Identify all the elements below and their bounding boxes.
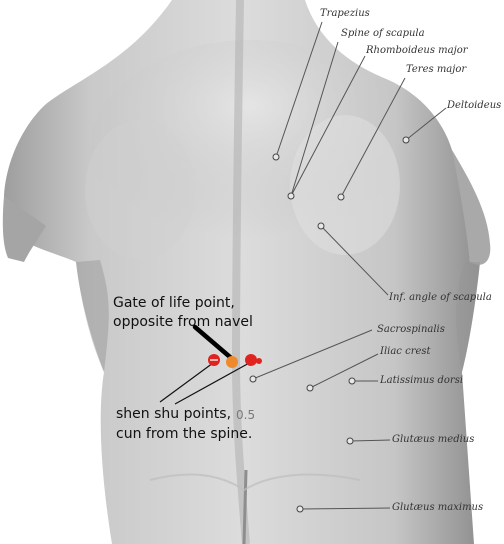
label-spine-of-scapula: Spine of scapula (341, 28, 425, 39)
shen-shu-note-line2: cun from the spine. (116, 426, 253, 442)
spine-groove (231, 0, 250, 544)
gate-of-life-note-line1: Gate of life point, (113, 295, 235, 311)
left-scapula (85, 120, 195, 260)
leader-glutaeus-maximus (299, 507, 391, 510)
leader-rhomboideus (290, 55, 366, 197)
leader-lines (252, 21, 447, 510)
leader-glutaeus-medius (349, 439, 391, 442)
leader-dots (249, 136, 410, 513)
leader-inf-angle (320, 225, 389, 296)
leader-teres-major (340, 77, 406, 198)
right-arm (452, 150, 491, 265)
leader-spine-of-scapula (290, 41, 339, 197)
buttock-cleft (242, 469, 248, 544)
leader-trapezius (275, 21, 323, 158)
label-teres-major: Teres major (406, 64, 467, 75)
shen-shu-note-line1: shen shu points, (116, 406, 232, 422)
right-scapula (290, 115, 400, 255)
shen-shu-pointer-left (159, 362, 214, 403)
label-inf-angle-of-scapula: Inf. angle of scapula (389, 292, 492, 303)
label-rhomboideus-major: Rhomboideus major (366, 45, 468, 56)
shen-shu-point-right (245, 354, 257, 366)
left-arm (2, 196, 46, 262)
leader-sacrospinalis (252, 329, 373, 380)
leader-deltoideus (405, 107, 447, 141)
shen-shu-pointer-right (174, 361, 252, 405)
gate-of-life-point (226, 356, 238, 368)
label-iliac-crest: Iliac crest (380, 346, 431, 357)
leader-iliac-crest (309, 353, 379, 389)
label-glutaeus-maximus: Glutæus maximus (392, 502, 484, 513)
waist-shadow-left (76, 260, 109, 372)
label-glutaeus-medius: Glutæus medius (392, 434, 475, 445)
label-deltoideus: Deltoideus (447, 100, 502, 111)
label-sacrospinalis: Sacrospinalis (377, 324, 445, 335)
gluteal-fold (149, 473, 361, 492)
shen-shu-point-right-nub (256, 358, 262, 364)
label-latissimus-dorsi: Latissimus dorsi (380, 375, 464, 386)
shen-shu-note-value: 0.5 (236, 408, 256, 422)
gate-of-life-pointer (192, 324, 233, 360)
waist-shadow-right (456, 262, 480, 372)
gate-of-life-note-line2: opposite from navel (113, 314, 253, 330)
label-trapezius: Trapezius (320, 8, 370, 19)
